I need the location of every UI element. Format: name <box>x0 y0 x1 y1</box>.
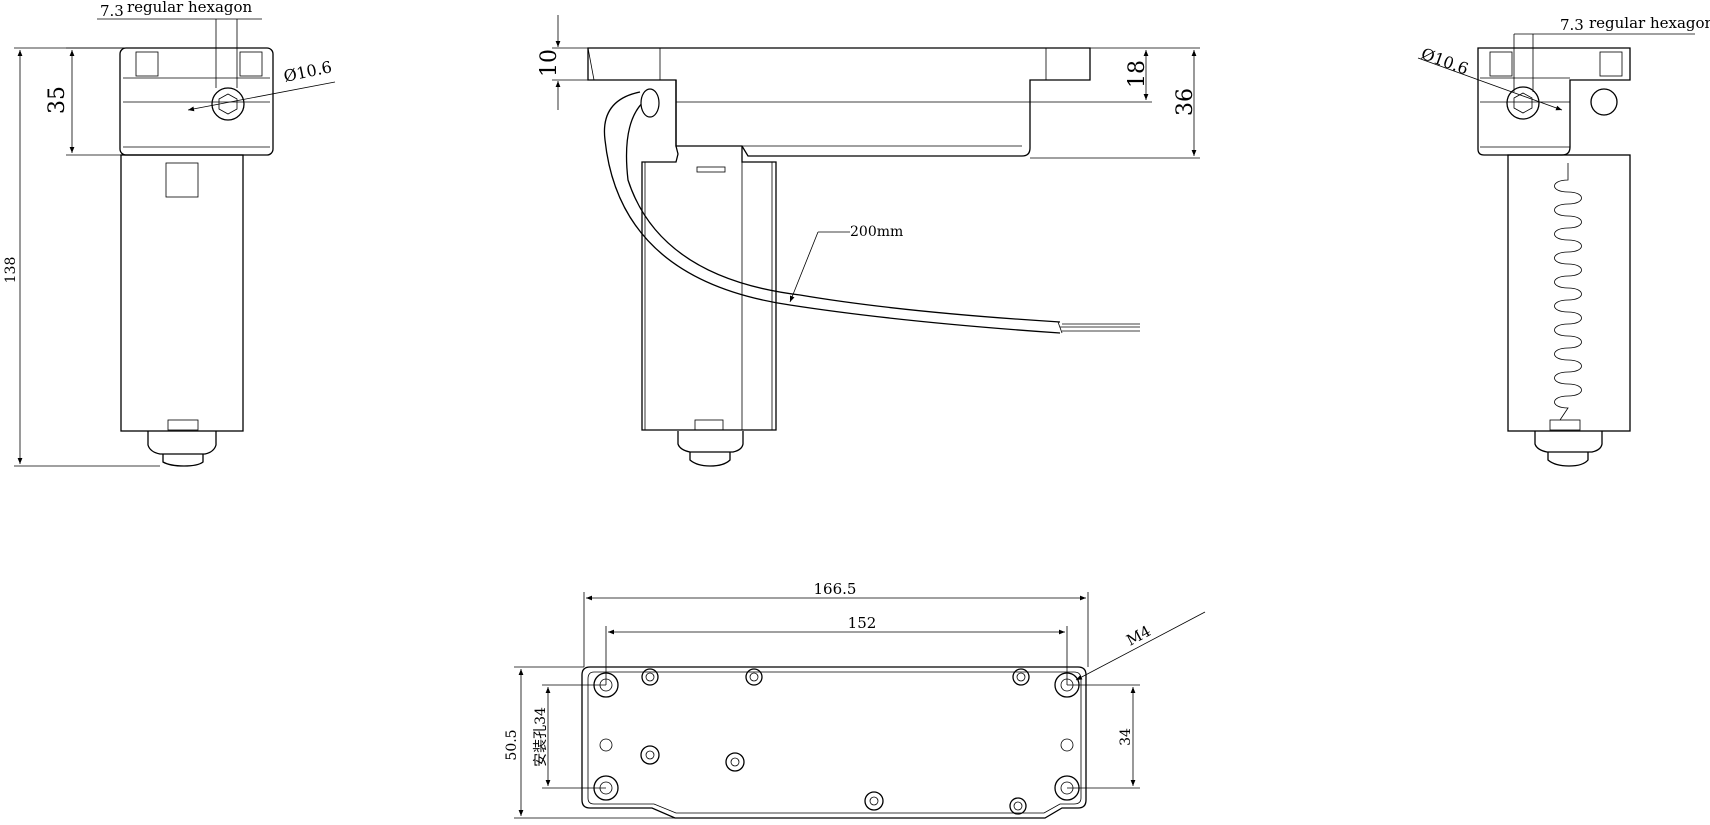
bottom-hole-spacing-label: 152 <box>848 614 877 632</box>
front-view: 10 18 36 200mm <box>537 15 1200 467</box>
front-dim-mid-label: 18 <box>1125 60 1150 88</box>
left-height-total-dimension: 138 <box>3 47 160 467</box>
bottom-view: 166.5 152 M4 50.5 安装孔34 <box>504 580 1206 819</box>
front-flange <box>587 47 1094 159</box>
front-rod-end <box>677 431 744 467</box>
left-hex-shaft <box>211 87 245 121</box>
right-coiled-spring <box>1554 163 1582 421</box>
right-rod-end <box>1534 431 1603 467</box>
bottom-hole-spacing: 152 <box>605 614 1068 685</box>
left-height-top-label: 35 <box>45 86 70 114</box>
bottom-overall-length-label: 166.5 <box>814 580 857 598</box>
left-height-total-label: 138 <box>3 257 19 284</box>
bottom-mounting-holes <box>593 668 1080 815</box>
front-dim-mid: 18 <box>1030 47 1200 103</box>
left-motor-body <box>120 154 244 432</box>
left-gearbox-housing <box>119 47 274 156</box>
bottom-hole-pitch-label: 34 <box>1118 728 1134 746</box>
bottom-overall-width: 50.5 <box>504 666 675 819</box>
left-hex-label: regular hexagon <box>127 0 253 16</box>
left-side-view: 7.3 regular hexagon Ø10.6 35 138 <box>3 0 336 467</box>
right-hex-shaft <box>1506 86 1540 120</box>
front-cable-length: 200mm <box>789 224 903 303</box>
right-shaft-diameter-label: Ø10.6 <box>1419 44 1471 79</box>
front-dim-top-label: 10 <box>537 49 562 77</box>
front-dim-right-label: 36 <box>1173 88 1198 116</box>
bottom-overall-width-label: 50.5 <box>504 729 520 760</box>
bottom-thread-callout: M4 <box>1075 611 1206 681</box>
left-hex-value: 7.3 <box>100 2 124 20</box>
bottom-overall-length: 166.5 <box>583 580 1089 667</box>
left-height-top-dimension: 35 <box>45 47 128 156</box>
bottom-hole-pitch: 34 <box>1067 684 1140 789</box>
left-hex-dimension: 7.3 regular hexagon <box>97 0 262 88</box>
front-motor-body <box>641 80 777 431</box>
right-gearbox-housing <box>1477 47 1631 156</box>
left-shaft-diameter-label: Ø10.6 <box>282 57 334 86</box>
right-hex-value: 7.3 <box>1560 16 1584 34</box>
left-rod-end <box>147 431 217 467</box>
front-cable-length-label: 200mm <box>850 224 903 240</box>
front-dim-top: 10 <box>537 15 600 110</box>
right-side-view: 7.3 regular hexagon Ø10.6 <box>1417 14 1710 467</box>
bottom-mount-hole-dimension: 安装孔34 <box>533 684 606 789</box>
bottom-mount-hole-label: 安装孔34 <box>533 707 549 767</box>
right-hex-dimension: 7.3 regular hexagon <box>1513 14 1710 92</box>
right-hex-label: regular hexagon <box>1589 14 1710 32</box>
bottom-base-plate <box>581 666 1087 819</box>
front-dim-right: 36 <box>1094 50 1200 159</box>
bottom-thread-label: M4 <box>1123 622 1153 650</box>
right-motor-body <box>1507 154 1631 432</box>
front-cable <box>603 88 1140 334</box>
